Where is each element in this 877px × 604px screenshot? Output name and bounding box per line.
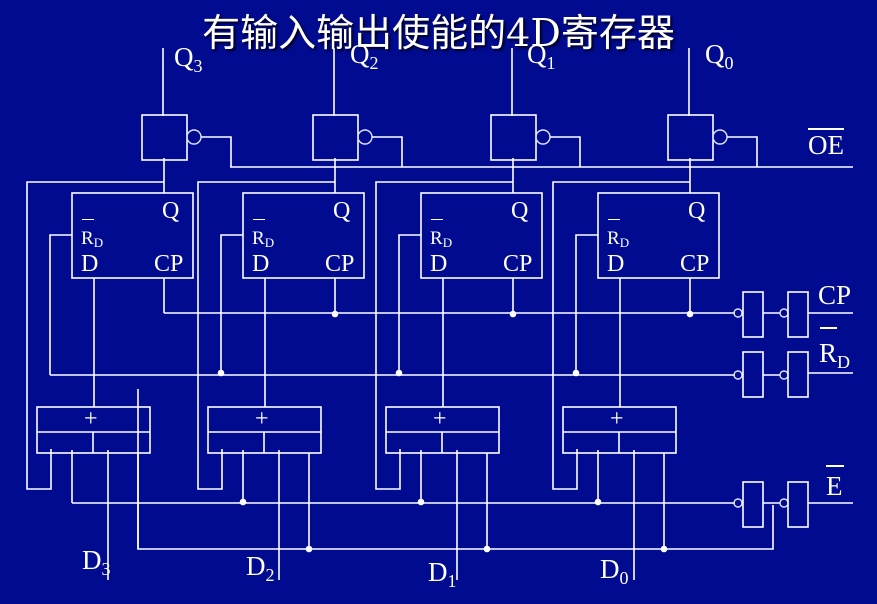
feedback-line-0 bbox=[552, 181, 690, 490]
stage-bit-2 bbox=[197, 48, 403, 580]
flipflop-d-label: D bbox=[252, 251, 270, 277]
cp-label: CP bbox=[818, 280, 852, 310]
e-label: E bbox=[826, 471, 843, 501]
rd-inverter-bubble-1 bbox=[733, 370, 743, 380]
enable-bubble-0 bbox=[712, 129, 728, 145]
cp-junction-2 bbox=[331, 310, 339, 318]
e-junction-0 bbox=[594, 498, 602, 506]
cp-inverter-bubble-1 bbox=[733, 308, 743, 318]
control-logic bbox=[50, 166, 853, 550]
flipflop-d-label: D bbox=[607, 251, 625, 277]
rd-input-3 bbox=[49, 234, 72, 375]
oe-label: OE bbox=[808, 130, 844, 160]
rd-buffer-1 bbox=[742, 351, 764, 398]
flipflop-rd-label: RD bbox=[81, 229, 103, 249]
flipflop-rd-overbar bbox=[82, 219, 94, 221]
flipflop-cp-label: CP bbox=[325, 251, 355, 277]
flipflop-rd-label: RD bbox=[252, 229, 274, 249]
input-label-d0: D0 bbox=[600, 554, 629, 588]
tristate-buffer-1 bbox=[490, 114, 537, 161]
flipflop-rd-label: RD bbox=[607, 229, 629, 249]
e-inverter-bubble-1 bbox=[733, 498, 743, 508]
mux-or-symbol: + bbox=[255, 406, 269, 432]
cp-junction-0 bbox=[686, 310, 694, 318]
flipflop-rd-overbar bbox=[431, 219, 443, 221]
flipflop-q-label: Q bbox=[511, 198, 529, 224]
output-label-q3: Q3 bbox=[174, 42, 203, 76]
flipflop-rd-label: RD bbox=[430, 229, 452, 249]
rd-input-2 bbox=[220, 234, 243, 375]
rd-subscript: D bbox=[442, 235, 453, 250]
flipflop-cp-label: CP bbox=[154, 251, 184, 277]
flipflop-q-label: Q bbox=[688, 198, 706, 224]
cp-junction-1 bbox=[509, 310, 517, 318]
slide-title: 有输入输出使能的4D寄存器 bbox=[202, 11, 675, 55]
oe-tap-2 bbox=[372, 136, 403, 167]
rd-input-1 bbox=[398, 234, 421, 375]
output-label-q0: Q0 bbox=[705, 39, 734, 73]
cp-buffer-2 bbox=[787, 291, 809, 338]
enable-bubble-3 bbox=[186, 129, 202, 145]
stage-bit-3 bbox=[26, 48, 232, 580]
stage-bit-0 bbox=[552, 48, 758, 580]
feedback-line-3 bbox=[26, 181, 164, 490]
tristate-buffer-3 bbox=[141, 114, 188, 161]
flipflop-q-label: Q bbox=[333, 198, 351, 224]
e-overbar bbox=[826, 465, 844, 467]
feedback-line-1 bbox=[375, 181, 513, 490]
oe-tap-1 bbox=[550, 136, 581, 167]
cp-buffer-1 bbox=[742, 291, 764, 338]
e-junction-2 bbox=[239, 498, 247, 506]
rd-subscript: D bbox=[93, 235, 104, 250]
output-label-q1: Q1 bbox=[527, 39, 556, 73]
rd-text: R bbox=[607, 228, 620, 249]
tristate-buffer-0 bbox=[667, 114, 714, 161]
flipflop-rd-overbar bbox=[608, 219, 620, 221]
rd-inverter-bubble-2 bbox=[779, 370, 789, 380]
mux-or-symbol: + bbox=[84, 406, 98, 432]
input-label-d3: D3 bbox=[82, 545, 111, 579]
rd-text: R bbox=[252, 228, 265, 249]
flipflop-cp-label: CP bbox=[680, 251, 710, 277]
mux-or-symbol: + bbox=[610, 406, 624, 432]
e-line-lower bbox=[137, 389, 774, 550]
flipflop-cp-label: CP bbox=[503, 251, 533, 277]
rd-overbar bbox=[820, 327, 837, 329]
mux-or-symbol: + bbox=[433, 406, 447, 432]
rd-input-0 bbox=[575, 234, 598, 375]
rd-text: R bbox=[430, 228, 443, 249]
e-junction-1 bbox=[417, 498, 425, 506]
flipflop-d-label: D bbox=[81, 251, 99, 277]
cp-inverter-bubble-2 bbox=[779, 308, 789, 318]
oe-tap-0 bbox=[727, 136, 758, 167]
feedback-line-2 bbox=[197, 181, 335, 490]
rd-label: RD bbox=[819, 338, 851, 372]
input-label-d2: D2 bbox=[246, 551, 275, 585]
rd-subscript: D bbox=[264, 235, 275, 250]
e-buffer-2 bbox=[787, 481, 809, 528]
flipflop-q-label: Q bbox=[162, 198, 180, 224]
enable-bubble-1 bbox=[535, 129, 551, 145]
tristate-buffer-2 bbox=[312, 114, 359, 161]
input-label-d1: D1 bbox=[428, 557, 457, 591]
stage-bit-1 bbox=[375, 48, 581, 580]
e-buffer-1 bbox=[742, 481, 764, 528]
enable-bubble-2 bbox=[357, 129, 373, 145]
rd-subscript: D bbox=[619, 235, 630, 250]
rd-text: R bbox=[81, 228, 94, 249]
flipflop-rd-overbar bbox=[253, 219, 265, 221]
output-label-q2: Q2 bbox=[350, 39, 379, 73]
e-inverter-bubble-2 bbox=[779, 498, 789, 508]
flipflop-d-label: D bbox=[430, 251, 448, 277]
rd-buffer-2 bbox=[787, 351, 809, 398]
oe-tap-3 bbox=[201, 136, 232, 167]
